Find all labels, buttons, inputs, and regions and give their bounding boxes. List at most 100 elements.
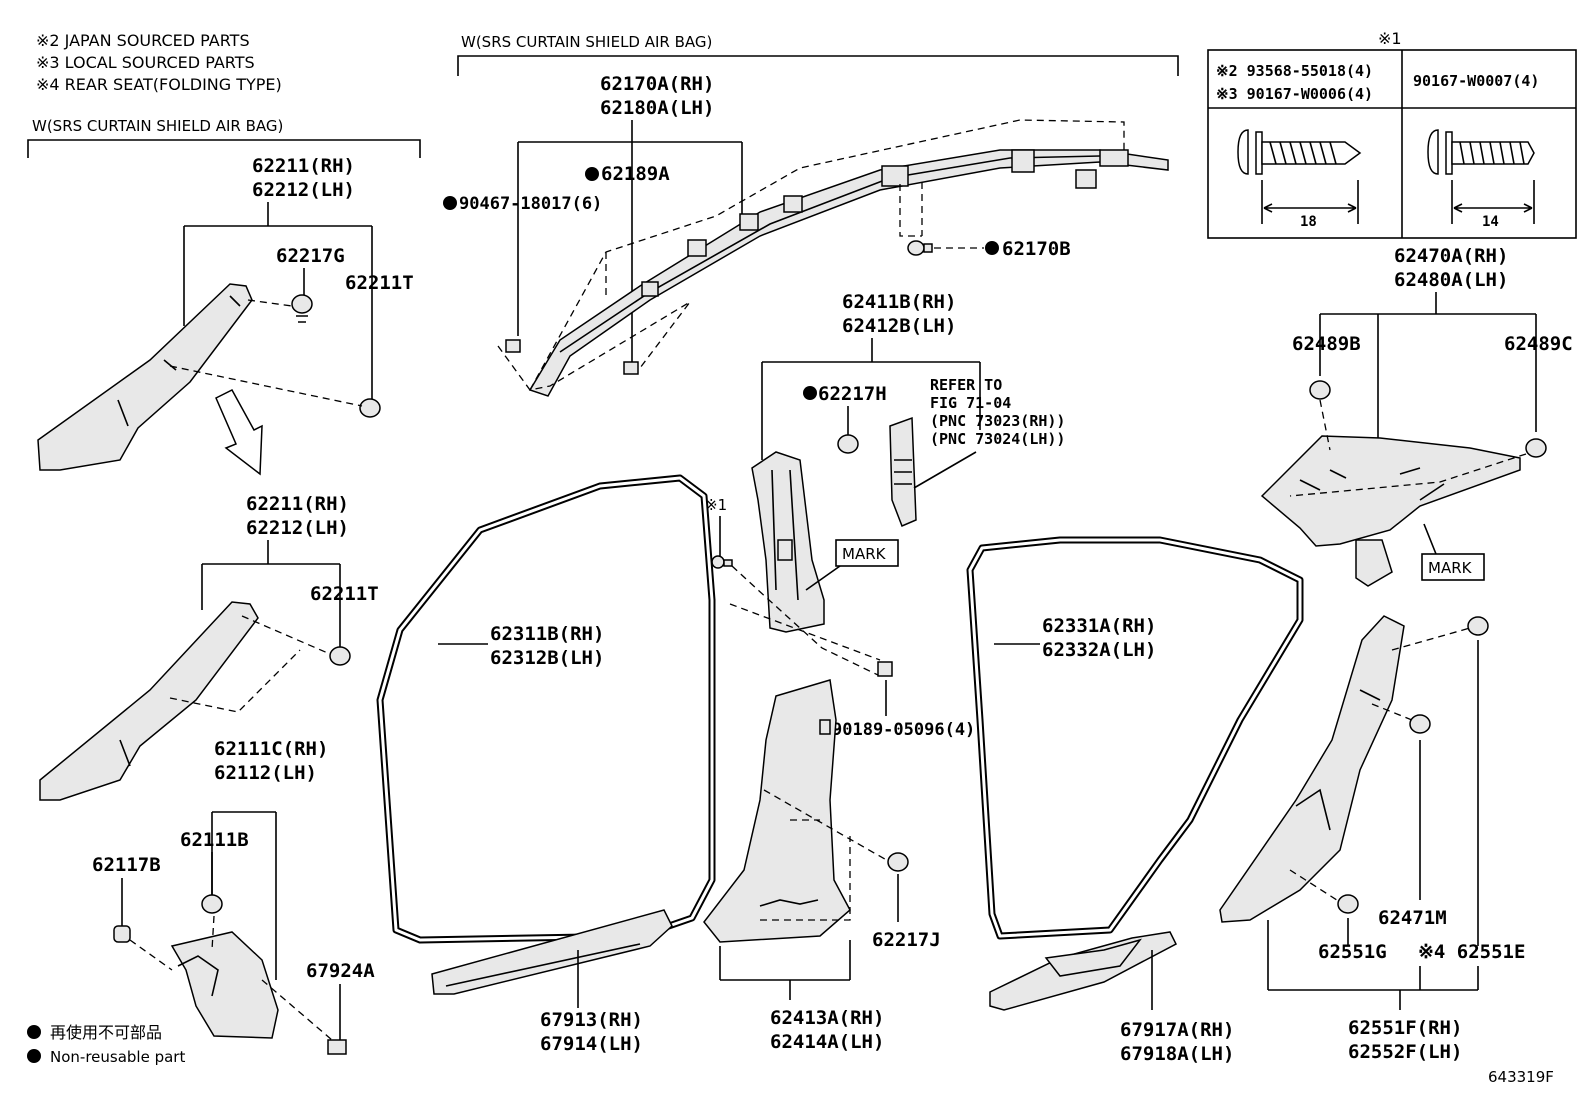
star1-marker: ※1 <box>705 496 727 514</box>
label-62489b: 62489B <box>1292 333 1361 355</box>
inset-screw-jp: ※2 93568-55018(4) <box>1216 62 1373 80</box>
clip-62117b-icon <box>113 925 131 943</box>
screw-14-icon: 14 <box>1427 129 1535 230</box>
label-62414a-lh: 62414A(LH) <box>770 1031 884 1053</box>
non-reusable-bullet-icon <box>585 167 599 181</box>
label-62112-lh: 62112(LH) <box>214 762 317 784</box>
mark-box-a <box>835 539 899 567</box>
kick-panel-garnish <box>170 931 279 1039</box>
group-bracket-top <box>457 55 1179 76</box>
bullet-icon <box>27 1049 41 1063</box>
label-62180a-lh: 62180A(LH) <box>600 97 714 119</box>
front-door-scuff-plate <box>431 909 673 995</box>
label-62111b: 62111B <box>180 829 249 851</box>
center-pillar-upper-garnish <box>751 451 825 633</box>
label-62312b-lh: 62312B(LH) <box>490 647 604 669</box>
clip-62489c-icon <box>1525 438 1547 458</box>
label-62470a-rh: 62470A(RH) <box>1394 245 1508 267</box>
label-62217g: 62217G <box>276 245 345 267</box>
clip-62217j-icon <box>887 852 909 872</box>
clip-62217g-icon <box>291 294 313 323</box>
rear-door-scuff-plate <box>989 931 1177 1011</box>
label-67914-lh: 67914(LH) <box>540 1033 643 1055</box>
clip-62189a-icon <box>623 361 639 375</box>
refer-line4: (PNC 73024(LH)) <box>930 430 1065 448</box>
screw-star1-icon <box>711 555 733 569</box>
label-62332a-lh: 62332A(LH) <box>1042 639 1156 661</box>
clip-62211t-icon <box>359 398 381 418</box>
quarter-trim-panel <box>1219 615 1405 923</box>
label-62217j: 62217J <box>872 929 941 951</box>
package-tray-side-garnish <box>1260 435 1521 587</box>
label-62170b: 62170B <box>1002 238 1071 260</box>
legend: 再使用不可部品 Non-reusable part <box>27 1023 185 1066</box>
legend-en: Non-reusable part <box>50 1048 185 1066</box>
inset-marker: ※1 <box>1378 29 1402 48</box>
clip-62471m-icon <box>1409 714 1431 734</box>
label-62551g: 62551G <box>1318 941 1387 963</box>
label-62217h: 62217H <box>818 383 887 405</box>
label-62480a-lh: 62480A(LH) <box>1394 269 1508 291</box>
center-pillar-lower-garnish <box>703 679 851 943</box>
group-label-top: W(SRS CURTAIN SHIELD AIR BAG) <box>461 33 712 51</box>
inset-screw-right: 90167-W0007(4) <box>1413 72 1539 90</box>
label-62211t-a: 62211T <box>345 272 414 294</box>
refer-line3: (PNC 73023(RH)) <box>930 412 1065 430</box>
mark-label-a: MARK <box>842 545 887 563</box>
group-bracket-left <box>27 139 421 158</box>
clip-62551g-icon <box>1337 894 1359 914</box>
arrow-icon <box>215 389 263 476</box>
group-label-left: W(SRS CURTAIN SHIELD AIR BAG) <box>32 117 283 135</box>
note-rear-seat: ※4 REAR SEAT(FOLDING TYPE) <box>36 75 282 94</box>
bullet-icon <box>27 1025 41 1039</box>
rear-door-weatherstrip <box>966 536 1304 940</box>
label-67913-rh: 67913(RH) <box>540 1009 643 1031</box>
a-pillar-garnish-lower <box>39 601 259 801</box>
seatbelt-anchor-cover <box>889 416 917 527</box>
refer-line2: FIG 71-04 <box>930 394 1011 412</box>
dim-18-label: 18 <box>1300 214 1317 230</box>
front-door-weatherstrip <box>376 474 716 944</box>
label-62471m: 62471M <box>1378 907 1447 929</box>
non-reusable-bullet-icon <box>803 386 817 400</box>
clip-62111b-icon <box>201 894 223 914</box>
figure-id: 643319F <box>1488 1068 1554 1086</box>
curtain-airbag-assembly <box>528 149 1169 397</box>
non-reusable-bullet-icon <box>443 196 457 210</box>
label-90189: 90189-05096(4) <box>832 720 975 740</box>
clip-90189-icon <box>877 661 893 677</box>
refer-line1: REFER TO <box>930 376 1002 394</box>
mark-box-b <box>1421 553 1485 581</box>
label-67918a-lh: 67918A(LH) <box>1120 1043 1234 1065</box>
legend-jp: 再使用不可部品 <box>50 1023 162 1042</box>
mark-label-b: MARK <box>1428 559 1473 577</box>
label-62170a-rh: 62170A(RH) <box>600 73 714 95</box>
bolt-62170b-icon <box>907 240 933 256</box>
label-62413a-rh: 62413A(RH) <box>770 1007 884 1029</box>
screw-18-icon: 18 <box>1237 129 1362 230</box>
label-62111c-rh: 62111C(RH) <box>214 738 328 760</box>
clip-90467-icon <box>505 339 521 353</box>
label-62211t-b: 62211T <box>310 583 379 605</box>
label-62212-lh-b: 62212(LH) <box>246 517 349 539</box>
label-67924a: 67924A <box>306 960 375 982</box>
clip-62489b-icon <box>1309 380 1331 400</box>
label-62411b-rh: 62411B(RH) <box>842 291 956 313</box>
clip-67924a-icon <box>327 1039 347 1055</box>
clip-62217h-icon <box>837 434 859 454</box>
label-62117b: 62117B <box>92 854 161 876</box>
label-62311b-rh: 62311B(RH) <box>490 623 604 645</box>
note-japan-sourced: ※2 JAPAN SOURCED PARTS <box>36 31 250 50</box>
label-67917a-rh: 67917A(RH) <box>1120 1019 1234 1041</box>
non-reusable-bullet-icon <box>985 241 999 255</box>
label-62489c: 62489C <box>1504 333 1573 355</box>
label-62552f-lh: 62552F(LH) <box>1348 1041 1462 1063</box>
screw-inset-box: ※2 93568-55018(4) ※3 90167-W0006(4) 9016… <box>1207 49 1577 239</box>
clip-62551e-icon <box>1467 616 1489 636</box>
inset-screw-local: ※3 90167-W0006(4) <box>1216 85 1373 103</box>
label-62189a: 62189A <box>601 163 670 185</box>
note-local-sourced: ※3 LOCAL SOURCED PARTS <box>36 53 255 72</box>
dim-14-label: 14 <box>1482 214 1499 230</box>
